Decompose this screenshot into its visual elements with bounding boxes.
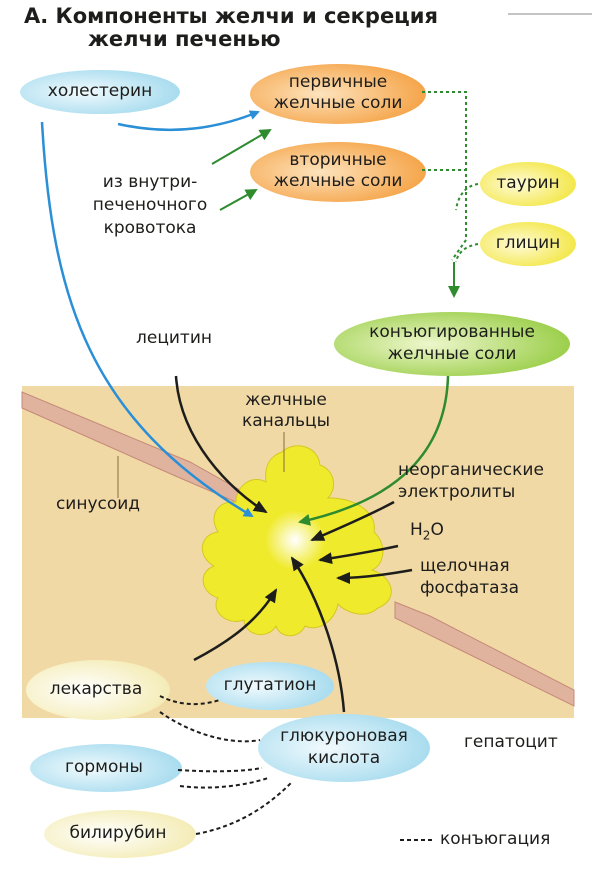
label-hepatic-2: печеночного	[92, 195, 208, 215]
label-secondary-1: вторичные	[289, 150, 387, 170]
arrow-hepatic-to-primary	[211, 128, 272, 165]
label-primary-2: желчные соли	[273, 93, 403, 113]
legend-conjugation: конъюгация	[440, 829, 551, 849]
arrow-lecithin	[174, 375, 268, 514]
bilirubin-bubble	[44, 810, 196, 858]
label-taurine: таурин	[496, 173, 560, 193]
hormones-bubble	[30, 744, 182, 792]
label-hormones: гормоны	[65, 757, 143, 777]
label-drugs: лекарства	[49, 679, 143, 699]
arrow-conjugated-to-canaliculus	[298, 375, 450, 526]
arrow-water	[318, 544, 399, 565]
label-glycine: глицин	[495, 233, 561, 253]
label-canaliculi-2: канальцы	[241, 411, 331, 431]
arrow-electrolytes	[310, 500, 395, 542]
label-lecithin: лецитин	[135, 328, 213, 348]
label-electrolytes-1: неорганические	[398, 460, 544, 480]
conj-drugs-glutathione	[159, 695, 221, 706]
dotted-primary-path	[422, 91, 467, 261]
label-phosphatase-1: щелочная	[420, 556, 510, 576]
water-subscript: 2	[422, 528, 431, 543]
dotted-glycine-path	[455, 243, 479, 263]
label-water: H2O	[410, 520, 444, 546]
drugs-bubble	[26, 660, 170, 720]
secondary-salts-bubble	[250, 142, 426, 202]
label-canaliculi-1: желчные	[245, 390, 327, 410]
taurine-bubble	[480, 162, 576, 206]
arrow-phosphatase	[336, 568, 413, 584]
label-primary-1: первичные	[288, 72, 388, 92]
conjugated-salts-bubble	[334, 312, 570, 376]
conj-hormones-glucuronic-2	[179, 777, 269, 789]
glutathione-bubble	[206, 662, 334, 710]
arrow-hepatic-to-secondary	[219, 189, 258, 211]
glycine-bubble	[480, 222, 576, 266]
sinusoid-vessel-right	[394, 601, 575, 707]
label-glutathione: глутатион	[223, 675, 317, 695]
label-conjugated-1: конъюгированные	[369, 322, 535, 342]
arrow-glucuronic	[290, 556, 346, 713]
cholesterol-bubble	[20, 70, 180, 114]
conj-hormones-glucuronic-1	[177, 767, 263, 773]
label-secondary-2: желчные соли	[273, 171, 403, 191]
label-electrolytes-2: электролиты	[398, 482, 516, 502]
label-hepatic-1: из внутри-	[102, 172, 198, 192]
water-h: H	[410, 520, 423, 540]
label-glucuronic-1: глюкуроновая	[280, 726, 408, 746]
conj-bilirubin-glucuronic	[195, 781, 293, 835]
glucuronic-bubble	[258, 714, 430, 782]
title-line1: Компоненты желчи и секреция	[55, 4, 438, 28]
label-phosphatase-2: фосфатаза	[420, 578, 520, 598]
label-cholesterol: холестерин	[47, 81, 153, 101]
water-o: O	[430, 520, 444, 540]
label-sinusoid: синусоид	[55, 494, 141, 514]
label-hepatocyte: гепатоцит	[464, 732, 558, 752]
primary-salts-bubble	[250, 64, 426, 124]
label-bilirubin: билирубин	[69, 823, 167, 843]
arrow-drugs	[193, 588, 278, 662]
label-glucuronic-2: кислота	[307, 748, 381, 768]
conj-drugs-glucuronic	[159, 711, 261, 743]
arrow-cholesterol-to-primary	[117, 110, 260, 132]
label-hepatic-3: кровотока	[103, 218, 197, 238]
label-conjugated-2: желчные соли	[387, 344, 517, 364]
page-title-line2: желчи печенью	[88, 27, 281, 51]
arrow-cholesterol-to-canaliculus	[40, 121, 254, 518]
title-prefix: А.	[24, 4, 49, 28]
page-title: А. Компоненты желчи и секреция	[24, 4, 438, 28]
